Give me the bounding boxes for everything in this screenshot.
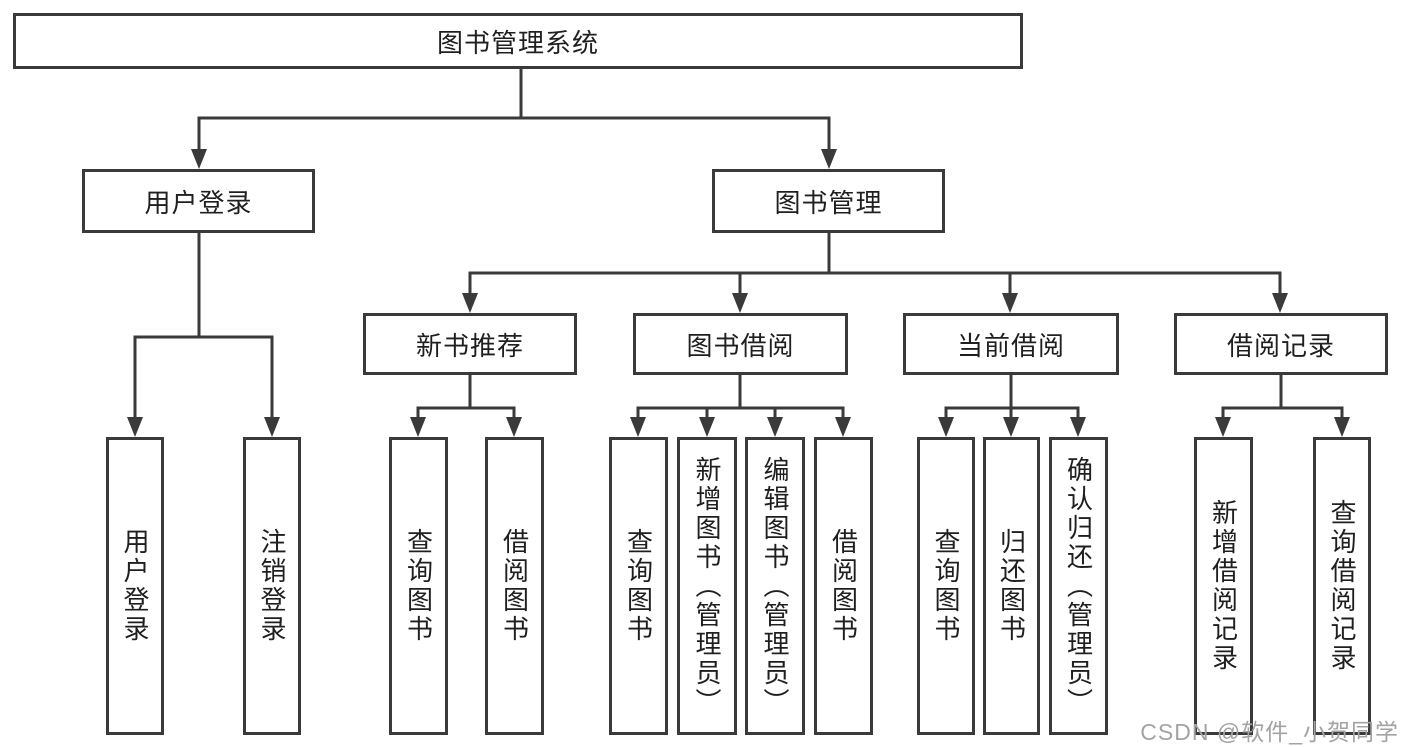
- node-user-login-label: 用户登录: [144, 187, 253, 218]
- leaf-label: 借阅图书: [828, 528, 859, 644]
- leaf-query-books-1: 查询图书: [389, 437, 448, 735]
- leaf-label: 借阅图书: [499, 528, 530, 644]
- leaf-add-books-admin: 新增图书（管理员）: [677, 437, 737, 735]
- leaf-borrow-books-2: 借阅图书: [814, 437, 873, 735]
- leaf-label: 查询图书: [623, 528, 654, 644]
- leaf-label: 用户登录: [120, 528, 150, 644]
- node-book-management-label: 图书管理: [774, 187, 883, 218]
- leaf-query-borrow-record: 查询借阅记录: [1313, 437, 1371, 735]
- leaf-label: 查询图书: [403, 528, 434, 644]
- node-book-borrow: 图书借阅: [633, 313, 848, 375]
- node-current-borrow-label: 当前借阅: [956, 330, 1065, 361]
- node-borrow-record: 借阅记录: [1174, 313, 1388, 375]
- leaf-return-books: 归还图书: [983, 437, 1040, 735]
- leaf-label: 查询借阅记录: [1327, 499, 1357, 673]
- node-new-book-recommend-label: 新书推荐: [415, 330, 524, 361]
- leaf-add-borrow-record: 新增借阅记录: [1194, 437, 1253, 735]
- node-book-management: 图书管理: [712, 169, 945, 233]
- leaf-edit-books-admin: 编辑图书（管理员）: [745, 437, 805, 735]
- leaf-logout: 注销登录: [243, 437, 301, 735]
- leaf-borrow-books-1: 借阅图书: [485, 437, 544, 735]
- leaf-query-books-2: 查询图书: [609, 437, 668, 735]
- leaf-label: 新增图书（管理员）: [692, 455, 722, 717]
- leaf-label: 新增借阅记录: [1208, 499, 1239, 673]
- node-current-borrow: 当前借阅: [903, 313, 1119, 375]
- leaf-query-books-3: 查询图书: [917, 437, 975, 735]
- leaf-label: 编辑图书（管理员）: [760, 455, 790, 717]
- node-root-label: 图书管理系统: [436, 27, 599, 58]
- node-new-book-recommend: 新书推荐: [363, 313, 577, 375]
- leaf-user-login: 用户登录: [106, 437, 164, 735]
- node-user-login: 用户登录: [82, 169, 315, 233]
- node-book-borrow-label: 图书借阅: [686, 330, 795, 361]
- leaf-label: 归还图书: [996, 528, 1027, 644]
- leaf-label: 确认归还（管理员）: [1063, 455, 1094, 717]
- leaf-confirm-return-admin: 确认归还（管理员）: [1049, 437, 1108, 735]
- leaf-label: 注销登录: [257, 528, 287, 644]
- leaf-label: 查询图书: [931, 528, 961, 644]
- node-borrow-record-label: 借阅记录: [1226, 330, 1335, 361]
- node-root: 图书管理系统: [13, 13, 1023, 69]
- watermark-text: CSDN @软件_小贺同学: [1140, 719, 1399, 745]
